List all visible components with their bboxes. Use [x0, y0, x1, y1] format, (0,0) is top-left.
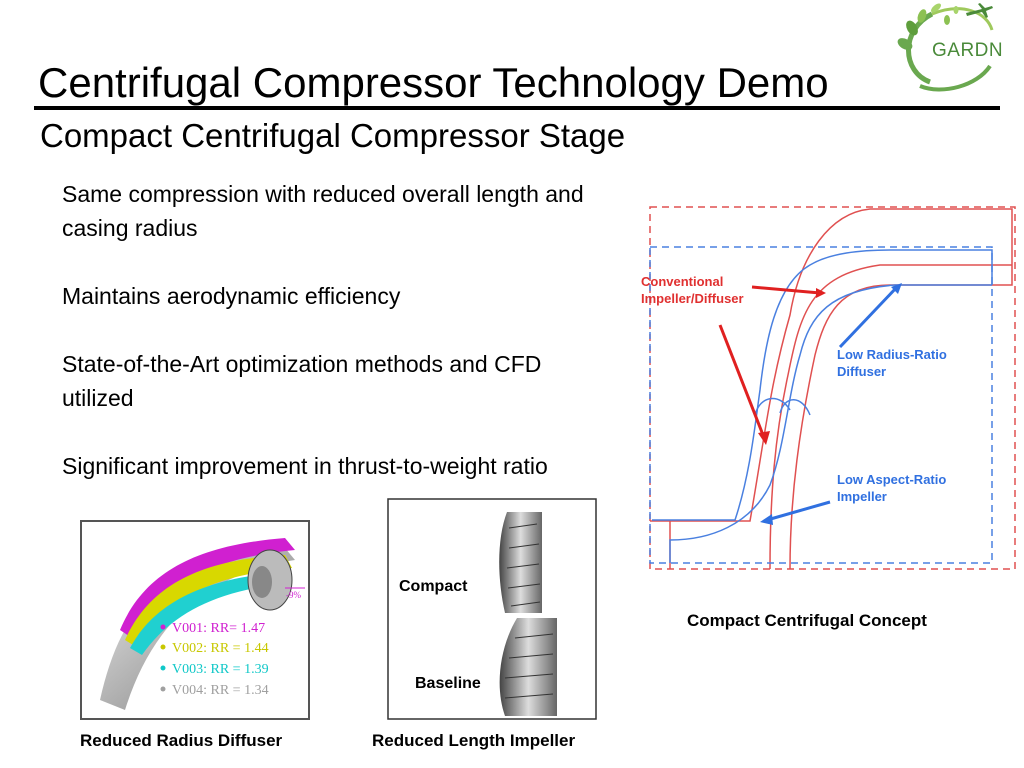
logo-text: GARDN	[932, 40, 1003, 61]
title-divider	[34, 106, 1000, 110]
impeller-caption: Reduced Length Impeller	[372, 731, 576, 750]
concept-figure	[649, 206, 1016, 570]
baseline-impeller	[499, 618, 557, 716]
baseline-label: Baseline	[415, 675, 481, 692]
label-low-aspect-ratio: Low Aspect-Ratio Impeller	[837, 472, 947, 504]
gardn-logo: GARDN	[897, 3, 1003, 92]
label-low-radius-ratio: Low Radius-Ratio Diffuser	[837, 347, 947, 379]
page-subtitle: Compact Centrifugal Compressor Stage	[40, 117, 626, 154]
legend-bullet	[160, 686, 166, 692]
arrow-head	[760, 514, 773, 525]
legend-item: V002: RR = 1.44	[172, 641, 269, 656]
bullet-item: Significant improvement in thrust-to-wei…	[62, 453, 548, 479]
compact-impeller	[499, 512, 542, 613]
conventional-outline	[649, 206, 1016, 570]
diffuser-legend: V001: RR= 1.47 V002: RR = 1.44 V003: RR …	[160, 621, 269, 698]
bullet-list: Same compression with reduced overall le…	[62, 177, 607, 517]
leaf-and-plane-logo-icon	[897, 3, 994, 92]
page-title: Centrifugal Compressor Technology Demo	[38, 59, 829, 106]
arrow-radius-diffuser	[838, 285, 899, 349]
arrow-conventional-diffuser	[751, 285, 821, 295]
diffuser-caption: Reduced Radius Diffuser	[80, 731, 283, 750]
compact-outline	[649, 246, 993, 564]
legend-item: V004: RR = 1.34	[172, 683, 269, 698]
label-conventional: Conventional Impeller/Diffuser	[641, 274, 744, 306]
concept-caption: Compact Centrifugal Concept	[687, 611, 927, 630]
bullet-item: State-of-the-Art optimization methods an…	[62, 351, 542, 411]
legend-bullet	[160, 665, 166, 671]
diffuser-geometry	[100, 538, 305, 710]
annotation-arrows	[718, 283, 902, 525]
legend-bullet	[160, 644, 166, 650]
bullet-item: Maintains aerodynamic efficiency	[62, 283, 401, 309]
legend-item: V001: RR= 1.47	[172, 621, 265, 636]
legend-item: V003: RR = 1.39	[172, 662, 269, 677]
legend-bullet	[160, 624, 166, 630]
compact-label: Compact	[399, 578, 468, 595]
arrow-head	[891, 283, 902, 294]
arrow-head	[758, 431, 770, 445]
arrow-head	[816, 288, 826, 298]
impeller-figure: Compact Baseline	[387, 498, 597, 720]
arrow-conventional-impeller	[718, 324, 765, 436]
bullet-item: Same compression with reduced overall le…	[62, 181, 584, 241]
diffuser-figure: -9% V001: RR= 1.47 V002: RR = 1.44 V003:…	[80, 520, 310, 720]
arrow-aspect-impeller	[766, 500, 831, 522]
reduction-annotation: -9%	[286, 590, 301, 600]
